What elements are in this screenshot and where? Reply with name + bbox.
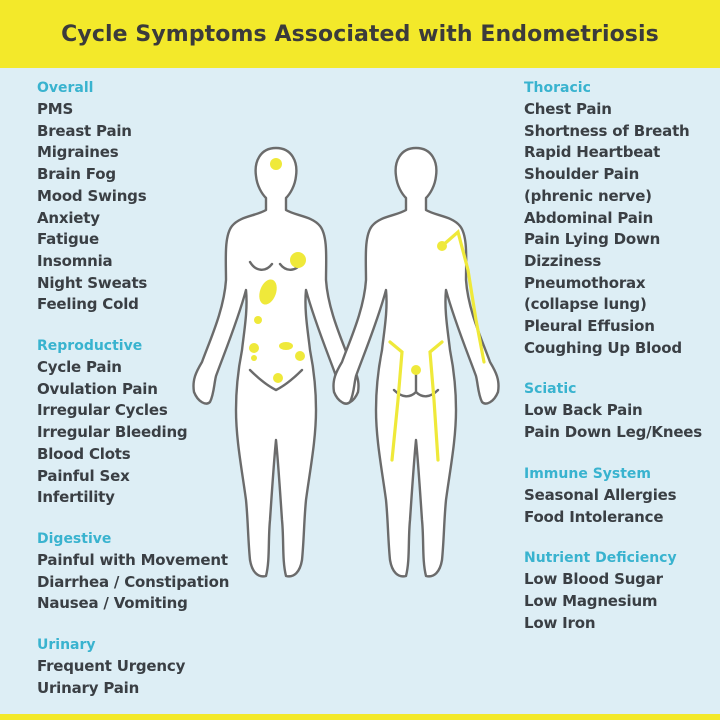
- front-body-outline: [192, 146, 360, 578]
- symptom-item: Coughing Up Blood: [524, 338, 682, 357]
- symptom-list: Low Back Pain Pain Down Leg/Knees: [524, 400, 714, 443]
- symptom-item: Feeling Cold: [37, 295, 139, 314]
- title-banner: Cycle Symptoms Associated with Endometri…: [0, 0, 720, 68]
- symptom-item: Pneumothorax: [524, 273, 646, 292]
- symptom-item: Abdominal Pain: [524, 208, 654, 227]
- front-hip-lines: [248, 368, 304, 392]
- section-immune-system: Immune System Seasonal Allergies Food In…: [524, 464, 714, 528]
- section-reproductive: Reproductive Cycle Pain Ovulation Pain I…: [37, 336, 237, 509]
- symptom-item: Irregular Cycles: [37, 401, 168, 420]
- symptom-item: Pleural Effusion: [524, 317, 655, 336]
- hotspot-bladder-top: [251, 355, 257, 361]
- section-sciatic: Sciatic Low Back Pain Pain Down Leg/Knee…: [524, 379, 714, 443]
- hotspot-abdomen-left: [254, 316, 262, 324]
- symptom-item: Anxiety: [37, 208, 100, 227]
- bottom-accent-bar: [0, 714, 720, 720]
- symptom-list: Low Blood Sugar Low Magnesium Low Iron: [524, 569, 714, 634]
- hotspot-breast: [290, 252, 306, 268]
- symptom-item: Low Magnesium: [524, 591, 658, 610]
- section-digestive: Digestive Painful with Movement Diarrhea…: [37, 529, 237, 615]
- section-heading: Nutrient Deficiency: [524, 550, 677, 567]
- back-body-figure: [332, 146, 500, 578]
- section-thoracic: Thoracic Chest Pain Shortness of Breath …: [524, 78, 714, 359]
- symptom-item: PMS: [37, 100, 74, 118]
- hotspot-pelvis: [273, 373, 283, 383]
- symptom-item: Cycle Pain: [37, 358, 122, 377]
- symptom-item: Seasonal Allergies: [524, 485, 677, 504]
- section-heading: Thoracic: [524, 80, 591, 96]
- symptom-item: Low Blood Sugar: [524, 570, 663, 589]
- hotspot-phrenic-line: [440, 229, 486, 364]
- symptom-list: PMS Breast Pain Migraines Brain Fog Mood…: [37, 99, 237, 316]
- section-heading: Urinary: [37, 637, 96, 654]
- section-heading: Overall: [37, 80, 94, 96]
- symptom-item: Infertility: [37, 488, 115, 507]
- symptom-item: Low Iron: [524, 613, 596, 632]
- symptom-item: Fatigue: [37, 230, 99, 249]
- symptom-item: Mood Swings: [37, 186, 147, 205]
- hotspot-sciatic-left: [388, 340, 404, 462]
- hotspot-head: [270, 158, 282, 170]
- symptom-item: Ovulation Pain: [37, 379, 158, 398]
- symptom-item: Shoulder Pain: [524, 165, 640, 184]
- symptom-item: Food Intolerance: [524, 507, 664, 526]
- symptom-item: Dizziness: [524, 251, 602, 270]
- back-body-outline: [332, 146, 500, 578]
- hotspot-liver: [259, 279, 277, 305]
- symptom-item: Nausea / Vomiting: [37, 594, 188, 613]
- symptom-item: Insomnia: [37, 251, 113, 270]
- symptom-item: Migraines: [37, 143, 119, 162]
- hotspot-sciatic-right: [428, 340, 444, 462]
- symptom-item: Chest Pain: [524, 100, 612, 118]
- section-urinary: Urinary Frequent Urgency Urinary Pain: [37, 635, 237, 699]
- section-heading: Sciatic: [524, 381, 577, 398]
- symptom-item: Diarrhea / Constipation: [37, 572, 230, 591]
- symptom-item: (phrenic nerve): [524, 186, 652, 205]
- hotspot-ovary-right: [295, 351, 305, 361]
- symptom-list: Chest Pain Shortness of Breath Rapid Hea…: [524, 99, 714, 359]
- symptom-item: (collapse lung): [524, 295, 647, 314]
- section-nutrient-deficiency: Nutrient Deficiency Low Blood Sugar Low …: [524, 548, 714, 634]
- symptom-list: Painful with Movement Diarrhea / Constip…: [37, 550, 237, 615]
- symptom-item: Pain Lying Down: [524, 230, 661, 249]
- section-heading: Digestive: [37, 530, 112, 547]
- symptom-item: Night Sweats: [37, 273, 148, 292]
- symptom-list: Frequent Urgency Urinary Pain: [37, 656, 237, 699]
- symptom-item: Shortness of Breath: [524, 121, 690, 140]
- symptom-item: Breast Pain: [37, 121, 132, 140]
- symptom-item: Urinary Pain: [37, 678, 140, 697]
- symptom-item: Painful with Movement: [37, 550, 228, 569]
- symptom-item: Brain Fog: [37, 165, 116, 184]
- symptom-item: Pain Down Leg/Knees: [524, 423, 702, 442]
- symptom-item: Blood Clots: [37, 444, 131, 463]
- symptom-item: Rapid Heartbeat: [524, 143, 661, 162]
- right-symptom-column: Thoracic Chest Pain Shortness of Breath …: [524, 78, 714, 654]
- symptom-item: Irregular Bleeding: [37, 423, 188, 442]
- symptom-list: Cycle Pain Ovulation Pain Irregular Cycl…: [37, 357, 237, 509]
- symptom-list: Seasonal Allergies Food Intolerance: [524, 485, 714, 528]
- symptom-item: Painful Sex: [37, 466, 130, 485]
- left-symptom-column: Overall PMS Breast Pain Migraines Brain …: [37, 78, 237, 719]
- page-title: Cycle Symptoms Associated with Endometri…: [61, 21, 659, 47]
- hotspot-uterus: [279, 342, 293, 350]
- symptom-item: Frequent Urgency: [37, 657, 186, 676]
- section-heading: Immune System: [524, 465, 652, 482]
- section-overall: Overall PMS Breast Pain Migraines Brain …: [37, 78, 237, 316]
- hotspot-ovary-left: [249, 343, 259, 353]
- symptom-item: Low Back Pain: [524, 401, 643, 420]
- front-body-figure: [192, 146, 360, 578]
- hotspot-lower-back: [411, 365, 421, 375]
- body-figures-illustration: [192, 146, 500, 578]
- section-heading: Reproductive: [37, 338, 143, 355]
